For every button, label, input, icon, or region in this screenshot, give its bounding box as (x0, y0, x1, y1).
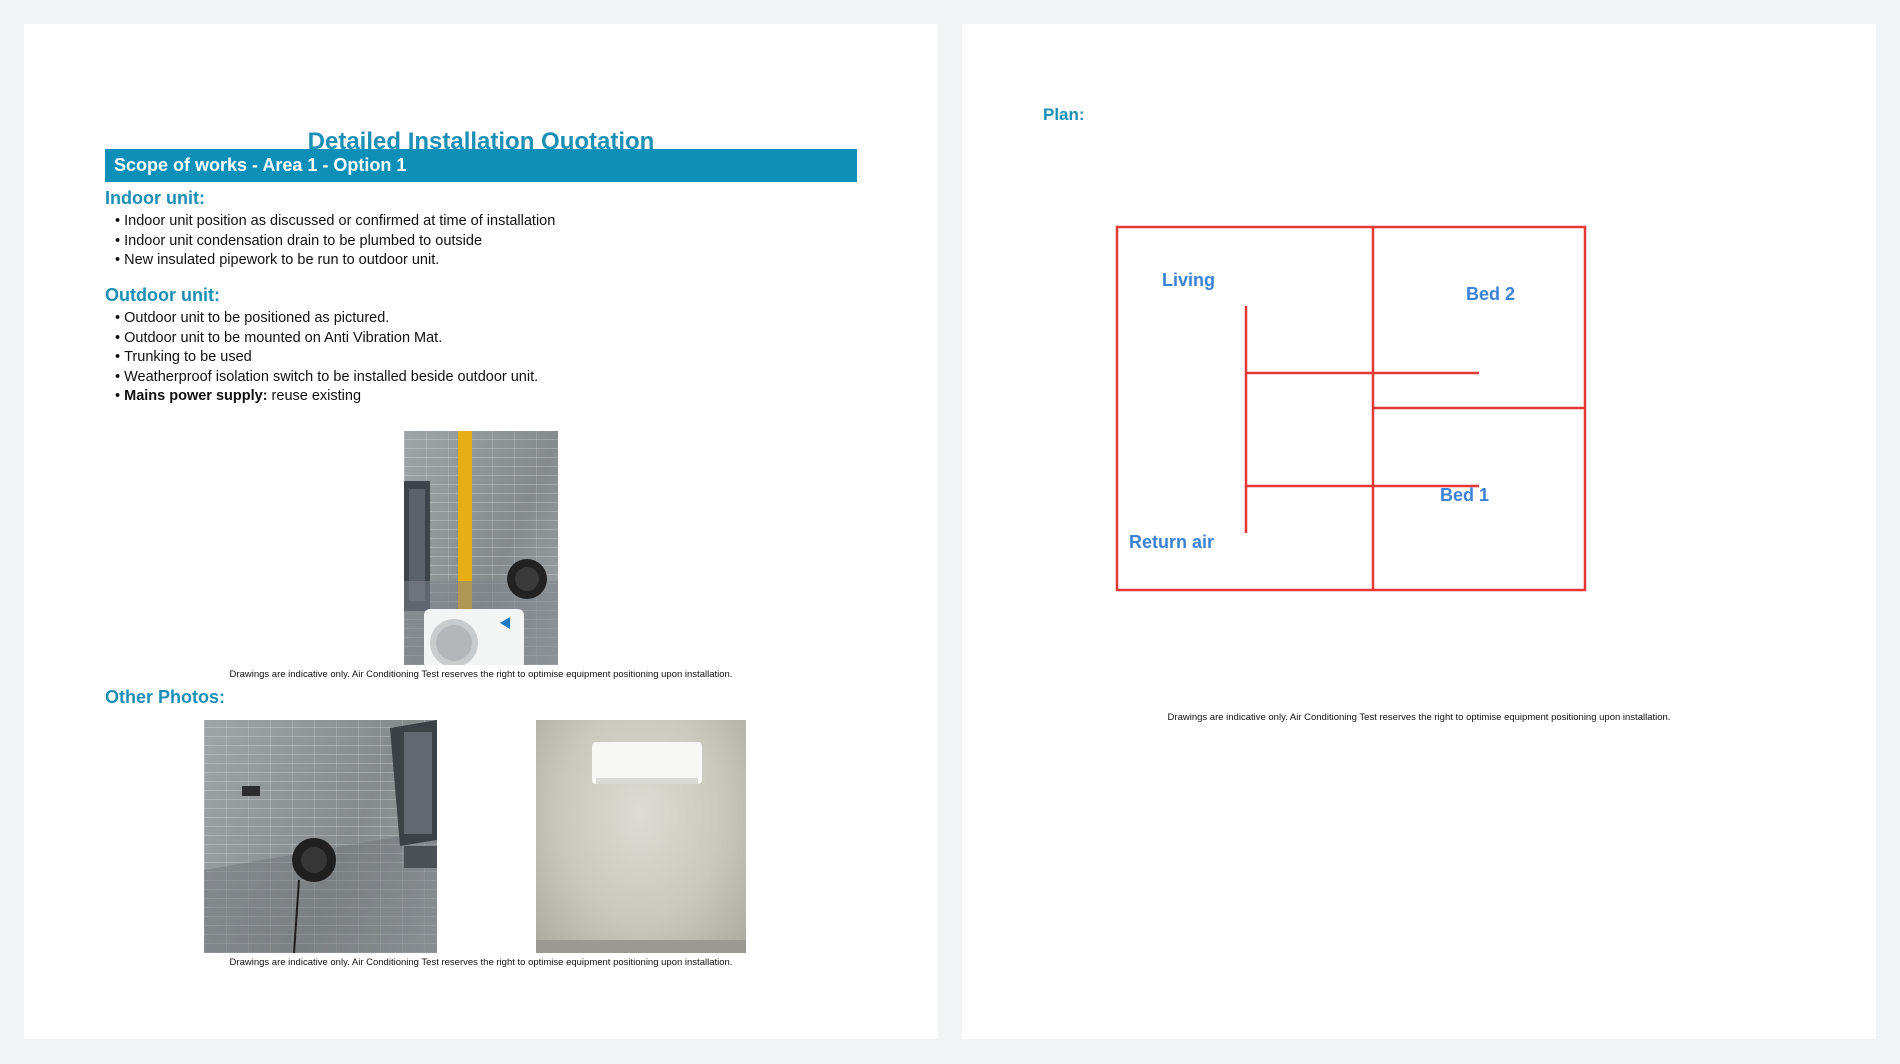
list-item: New insulated pipework to be run to outd… (115, 251, 555, 271)
other-photos-heading: Other Photos: (105, 687, 225, 707)
indoor-unit-photo (536, 720, 746, 953)
room-label-bed2: Bed 2 (1466, 284, 1516, 304)
indoor-unit-heading: Indoor unit: (105, 188, 205, 208)
wall-photo (204, 720, 437, 953)
scope-bar: Scope of works - Area 1 - Option 1 (105, 149, 857, 182)
room-label-bed1: Bed 1 (1440, 485, 1490, 505)
quotation-page: Detailed Installation Quotation Scope of… (24, 24, 938, 1039)
room-label-living: Living (1162, 270, 1215, 290)
plan-heading: Plan: (1043, 105, 1085, 124)
mains-power-value: reuse existing (267, 388, 362, 404)
plan-page: Plan: Living Bed 2 Bed 1 Return air Draw… (962, 24, 1876, 1039)
list-item: Indoor unit position as discussed or con… (115, 212, 555, 232)
mains-power-label: Mains power supply: (124, 388, 268, 404)
list-item: Outdoor unit to be positioned as picture… (115, 309, 538, 329)
floor-plan-drawing (1115, 225, 1587, 592)
mains-power-item: Mains power supply: reuse existing (115, 387, 538, 407)
outdoor-unit-heading: Outdoor unit: (105, 285, 220, 305)
list-item: Indoor unit condensation drain to be plu… (115, 232, 555, 252)
room-label-return-air: Return air (1129, 532, 1215, 552)
indoor-unit-photo-drawing (536, 742, 746, 953)
wall-photo-drawing (204, 720, 437, 953)
indoor-unit-list: Indoor unit position as discussed or con… (115, 212, 555, 271)
disclaimer-text: Drawings are indicative only. Air Condit… (1167, 712, 1671, 723)
list-item: Trunking to be used (115, 348, 538, 368)
disclaimer-text: Drawings are indicative only. Air Condit… (229, 669, 733, 680)
list-item: Outdoor unit to be mounted on Anti Vibra… (115, 329, 538, 349)
outdoor-unit-list: Outdoor unit to be positioned as picture… (115, 309, 538, 407)
outdoor-unit-photo-drawing (404, 431, 558, 665)
outdoor-unit-photo (404, 431, 558, 665)
disclaimer-text: Drawings are indicative only. Air Condit… (229, 957, 733, 968)
list-item: Weatherproof isolation switch to be inst… (115, 368, 538, 388)
